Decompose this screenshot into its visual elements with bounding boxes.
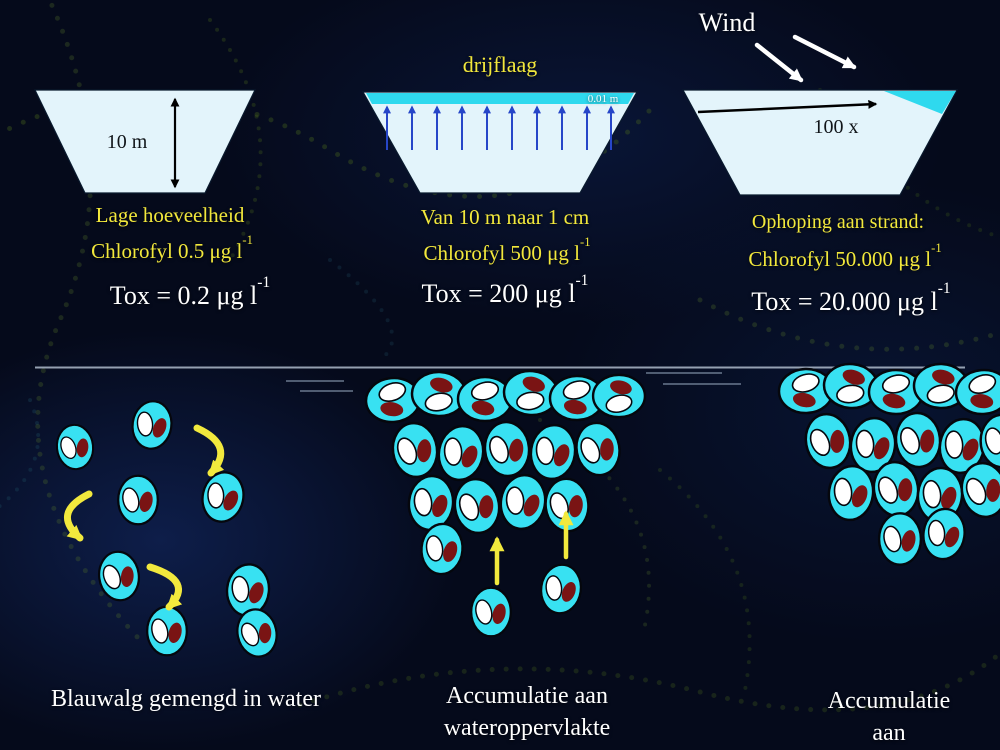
algae-cell (877, 512, 923, 566)
buoyancy-arrows-icon (383, 105, 615, 150)
scum-layer-title: drijflaag (462, 52, 538, 77)
algae-cell (849, 416, 897, 474)
mixing-arrow-icon (146, 563, 183, 611)
right-toxin-sup: -1 (937, 279, 951, 297)
wind-arrows-icon (754, 34, 857, 83)
algae-cell (55, 423, 95, 471)
left-toxin-sup: -1 (257, 273, 271, 291)
algae-cell (867, 368, 925, 416)
left-chlorophyll-sup: -1 (242, 232, 253, 247)
basin-cross-section-middle (361, 91, 639, 194)
algae-cell (483, 420, 531, 478)
middle-chlorophyll-text: Chlorofyl 500 μg l (423, 241, 581, 265)
left-chlorophyll-text: Chlorofyl 0.5 μg l (91, 239, 243, 263)
algae-cell (453, 477, 501, 535)
layer-thickness-label: 0.01 m (587, 93, 619, 105)
left-toxin-label: Tox = 0.2 μg l-1 (109, 274, 270, 311)
caption-mixed: Blauwalg gemengd in water (51, 686, 321, 712)
algae-cell (131, 400, 173, 450)
right-heading-label: Ophoping aan strand: (751, 211, 925, 233)
caption-shore: Accumulatie aan lager wal (828, 686, 951, 750)
right-chlorophyll-label: Chlorofyl 50.000 μg l-1 (748, 241, 941, 272)
algae-cell (575, 421, 621, 477)
algae-cells-shore (777, 362, 1000, 566)
algae-cell (470, 586, 512, 638)
algae-cell (391, 421, 439, 479)
right-toxin-label: Tox = 20.000 μg l-1 (751, 280, 950, 317)
middle-toxin-label: Tox = 200 μg l-1 (421, 272, 589, 309)
caption-surface-line2: wateroppervlakte (443, 714, 611, 741)
algae-cell (872, 460, 920, 518)
algae-cell (407, 474, 455, 532)
algae-cell (960, 461, 1000, 519)
middle-chlorophyll-label: Chlorofyl 500 μg l-1 (423, 235, 590, 266)
algae-cell (894, 411, 942, 469)
algae-cell (364, 376, 422, 424)
caption-surface-line1: Accumulatie aan (446, 683, 608, 709)
caption-surface: Accumulatie aan wateroppervlakte (444, 681, 611, 744)
algae-cell (420, 522, 464, 576)
rise-arrows (489, 510, 574, 586)
mixing-arrow-icon (193, 424, 225, 477)
algae-cell (146, 605, 188, 657)
algae-cell (979, 413, 1000, 469)
ripple-lines (286, 372, 741, 392)
algae-cell (117, 474, 159, 526)
mixing-arrow-icon (63, 490, 93, 542)
algae-cell (410, 370, 468, 418)
surface-scum-layer (366, 93, 634, 104)
algae-cell (456, 375, 514, 423)
left-amount-label: Lage hoeveelheid (95, 203, 245, 227)
algae-cell (225, 563, 271, 617)
middle-toxin-sup: -1 (575, 271, 589, 289)
algae-cell (201, 471, 245, 523)
middle-toxin-text: Tox = 200 μg l (421, 279, 576, 308)
algae-cell (544, 477, 590, 533)
middle-chlorophyll-sup: -1 (580, 234, 591, 249)
algae-cells-mixed (55, 400, 278, 658)
left-chlorophyll-label: Chlorofyl 0.5 μg l-1 (91, 233, 253, 264)
basin-cross-section-right (681, 89, 959, 196)
algae-cell (922, 507, 966, 561)
right-chlorophyll-sup: -1 (931, 240, 942, 255)
basin-cross-section-left (34, 89, 256, 194)
depth-label: 10 m (106, 131, 148, 153)
right-chlorophyll-text: Chlorofyl 50.000 μg l (748, 247, 932, 271)
algae-cell (827, 464, 875, 522)
algae-cell (437, 424, 485, 482)
algae-cell (591, 373, 647, 419)
algae-cell (529, 423, 577, 481)
algae-cell (938, 417, 986, 475)
middle-change-label: Van 10 m naar 1 cm (420, 205, 590, 229)
wind-label: Wind (698, 8, 756, 37)
algae-cells-surface (364, 369, 647, 638)
algae-cell (804, 412, 852, 470)
algae-cell (236, 608, 278, 658)
algae-cell (548, 374, 606, 422)
algae-cell (499, 473, 547, 531)
mixing-arrows (63, 424, 225, 611)
algae-cell (777, 367, 835, 415)
algae-cell (954, 368, 1000, 416)
algae-cell (912, 362, 970, 410)
algae-cell (822, 362, 880, 410)
left-toxin-text: Tox = 0.2 μg l (109, 281, 258, 310)
algae-cell (539, 563, 583, 615)
right-toxin-text: Tox = 20.000 μg l (751, 287, 938, 316)
algae-cell (916, 466, 964, 524)
algae-cell (502, 369, 560, 417)
shore-drift-arrow-icon (697, 99, 878, 114)
caption-shore-line1: Accumulatie aan (827, 688, 951, 746)
algae-cell (97, 550, 141, 602)
shore-accumulation-wedge (884, 91, 956, 114)
concentration-factor-label: 100 x (813, 116, 859, 138)
